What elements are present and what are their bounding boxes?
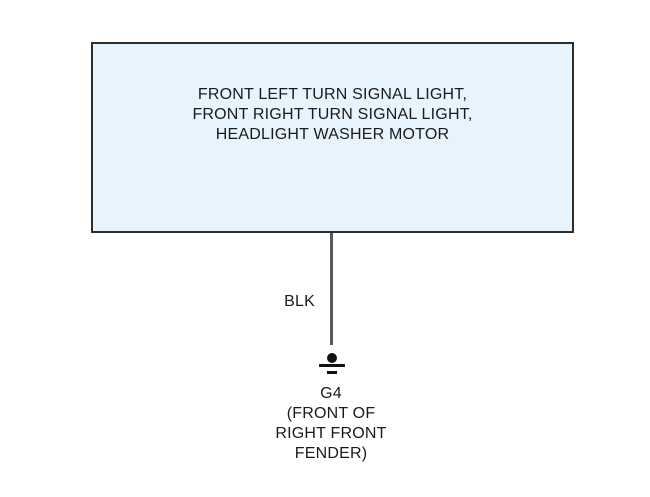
component-box: FRONT LEFT TURN SIGNAL LIGHT, FRONT RIGH… [91,42,574,233]
ground-label: G4 (FRONT OF RIGHT FRONT FENDER) [231,384,431,464]
ground-symbol-dot-icon [327,353,337,363]
ground-symbol-bar-short-icon [327,371,337,374]
component-box-label: FRONT LEFT TURN SIGNAL LIGHT, FRONT RIGH… [93,85,572,145]
ground-id: G4 [320,385,342,402]
ground-symbol-bar-long-icon [319,364,345,367]
component-box-line: FRONT RIGHT TURN SIGNAL LIGHT, [192,106,473,123]
ground-location-line: (FRONT OF [286,405,376,422]
ground-location-line: RIGHT FRONT [275,425,387,442]
component-box-line: HEADLIGHT WASHER MOTOR [215,126,450,143]
component-box-line: FRONT LEFT TURN SIGNAL LIGHT, [197,86,468,103]
ground-location-line: FENDER) [294,445,368,462]
ground-wire [330,233,333,345]
wire-color-label: BLK [284,293,315,310]
